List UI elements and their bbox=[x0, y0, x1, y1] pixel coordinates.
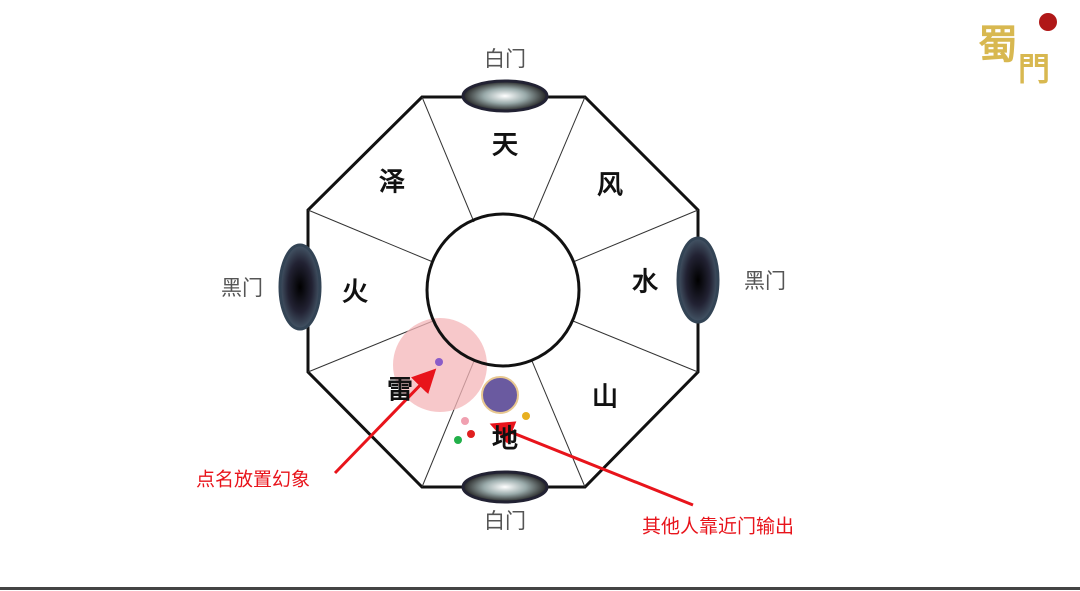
player-dot-pink bbox=[461, 417, 469, 425]
trigram-shui: 水 bbox=[631, 267, 659, 298]
trigram-ze: 泽 bbox=[378, 167, 406, 198]
gate-label-left: 黑门 bbox=[221, 276, 263, 300]
portal-top bbox=[461, 79, 549, 113]
player-dot-red bbox=[467, 430, 475, 438]
trigram-shan: 山 bbox=[591, 382, 619, 413]
player-dot-purple bbox=[435, 358, 443, 366]
trigram-tian: 天 bbox=[491, 130, 519, 161]
gate-label-bottom: 白门 bbox=[484, 509, 526, 533]
trigram-huo: 火 bbox=[341, 277, 369, 308]
annotation-place-illusion: 点名放置幻象 bbox=[195, 468, 311, 491]
player-dot-green bbox=[454, 436, 462, 444]
portal-right bbox=[676, 236, 720, 324]
logo-seal bbox=[1039, 13, 1057, 31]
trigram-lei: 雷 bbox=[386, 375, 414, 406]
trigram-di: 地 bbox=[491, 424, 519, 455]
spokes bbox=[307, 96, 699, 488]
portal-left bbox=[278, 243, 322, 331]
inner-circle bbox=[425, 212, 581, 368]
logo-text: 蜀 bbox=[978, 21, 1018, 68]
trigram-feng: 风 bbox=[596, 170, 624, 201]
annotation-others-near-gate: 其他人靠近门输出 bbox=[641, 515, 795, 538]
logo-text-2: 門 bbox=[1018, 50, 1050, 86]
arrow-right bbox=[489, 421, 694, 507]
gate-label-right: 黑门 bbox=[744, 269, 786, 293]
portal-bottom bbox=[461, 470, 549, 504]
arrow-left bbox=[333, 368, 437, 475]
bottom-divider bbox=[0, 587, 1080, 590]
player-dot-yellow bbox=[522, 412, 530, 420]
gate-label-top: 白门 bbox=[484, 47, 526, 71]
game-logo: 蜀 門 bbox=[974, 8, 1066, 86]
boss-avatar bbox=[481, 376, 519, 414]
